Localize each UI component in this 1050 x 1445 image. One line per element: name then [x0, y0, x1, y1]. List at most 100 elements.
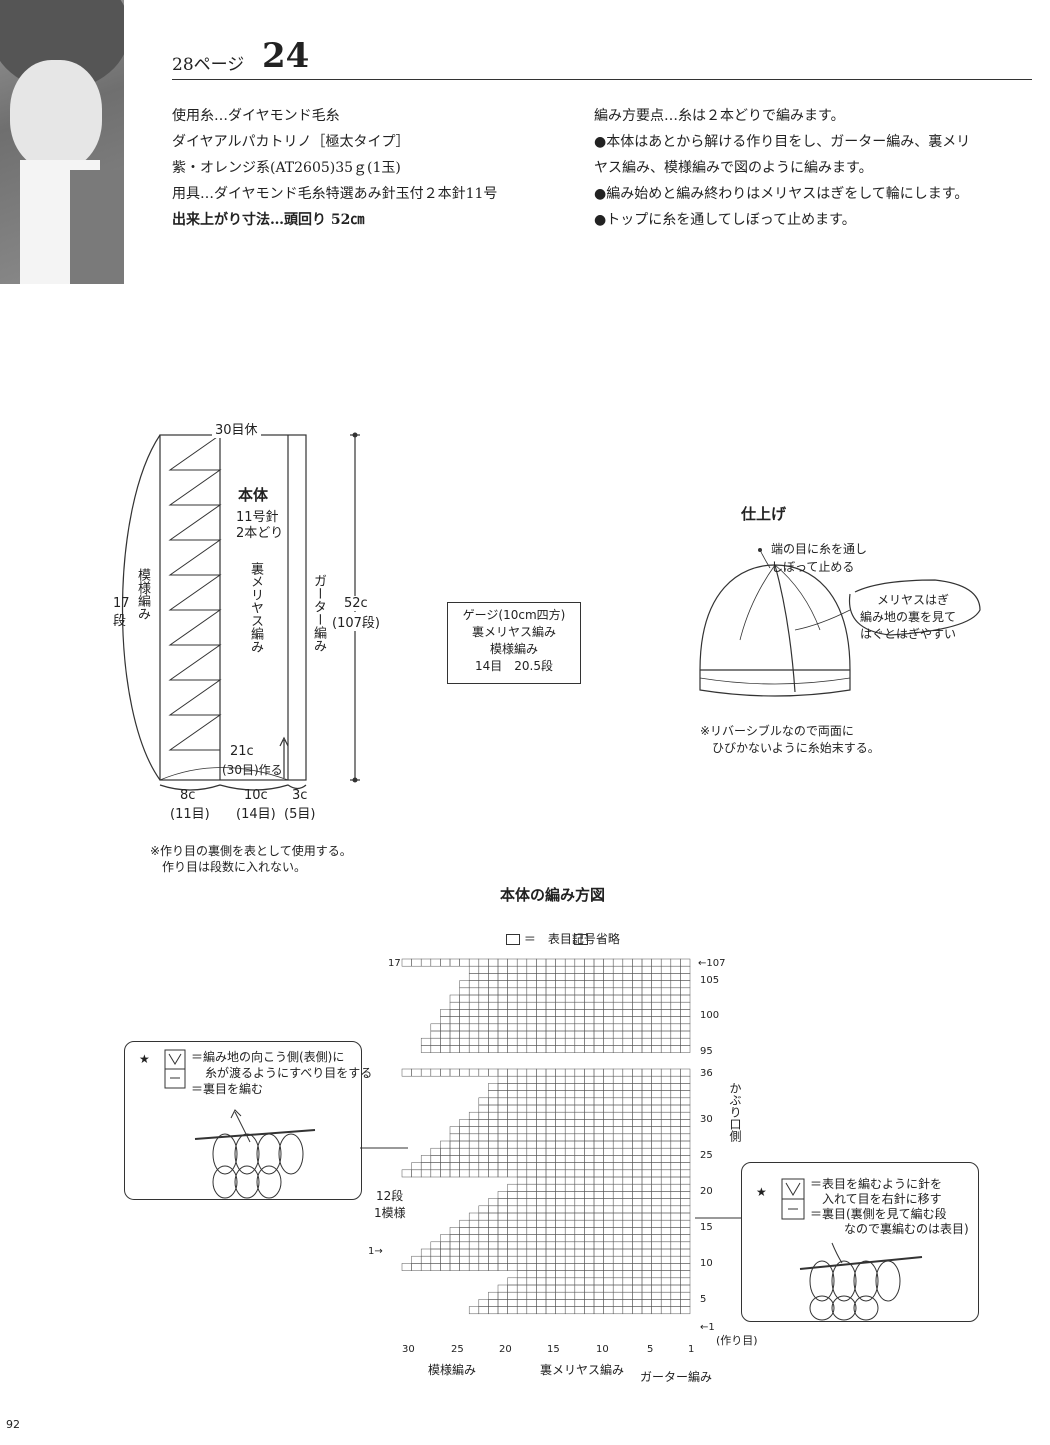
chart-cell [612, 1030, 624, 1039]
chart-cell [526, 1270, 537, 1279]
leader-line-left [360, 1147, 408, 1149]
chart-cell [468, 1009, 480, 1017]
chart-cell [468, 1212, 480, 1221]
chart-cell [593, 958, 604, 967]
chart-cell [459, 1030, 470, 1039]
chart-cell [526, 1277, 537, 1286]
chart-cell [545, 1248, 556, 1257]
chart-cell [516, 1075, 528, 1084]
chart-cell [593, 1090, 604, 1099]
chart-cell [545, 1255, 556, 1264]
chart-cell [660, 1045, 672, 1053]
chart-cell [536, 1097, 547, 1106]
needle-size: 11号針 [236, 510, 279, 525]
chart-cell [612, 1169, 624, 1178]
chart-cell [536, 1016, 547, 1025]
chart-cell [603, 1277, 614, 1286]
chart-cell [612, 994, 624, 1003]
chart-cell [468, 987, 480, 996]
chart-cell [516, 958, 528, 967]
chart-cell [603, 1219, 614, 1228]
chart-cell [516, 1234, 528, 1243]
chart-cell [507, 1030, 518, 1039]
chart-cell [603, 1155, 614, 1163]
chart-cell [488, 1299, 499, 1307]
chart-cell [526, 1001, 537, 1010]
chart-cell [536, 965, 547, 974]
chart-cell [545, 973, 556, 981]
chart-cell [632, 1191, 643, 1199]
chart-cell [536, 987, 547, 996]
chart-cell [593, 1299, 604, 1307]
chart-cell [478, 1219, 489, 1228]
chart-cell [478, 1155, 489, 1163]
chart-cell [593, 1097, 604, 1106]
chart-cell [612, 1090, 624, 1099]
chart-cell [660, 1219, 672, 1228]
chart-cell [603, 1241, 614, 1250]
chart-cell [459, 1133, 470, 1142]
chart-cell [612, 1205, 624, 1214]
chart-cell [536, 1299, 547, 1307]
chart-cell [612, 1068, 624, 1077]
chart-cell [670, 1219, 681, 1228]
chart-cell [507, 1037, 518, 1046]
chart-cell [564, 1176, 576, 1185]
chart-cell [680, 1075, 691, 1084]
chart-cell [670, 965, 681, 974]
chart-cell [612, 1291, 624, 1300]
chart-cell [622, 1140, 633, 1149]
chart-cell [622, 958, 633, 967]
chart-cell [660, 965, 672, 974]
chart-cell [612, 1126, 624, 1135]
pattern-number: 24 [262, 36, 310, 76]
chart-cell [641, 1284, 652, 1293]
chart-cell [593, 994, 604, 1003]
chart-cell [660, 1176, 672, 1185]
chart-cell [651, 1234, 662, 1243]
chart-cell [555, 1045, 566, 1053]
chart-cell [574, 1183, 585, 1192]
chart-cell [545, 1119, 556, 1127]
chart-cell [545, 1219, 556, 1228]
chart-cell [574, 1009, 585, 1017]
chart-cell [536, 1248, 547, 1257]
chart-cell [526, 1299, 537, 1307]
chart-cell [574, 1140, 585, 1149]
chart-cell [430, 1263, 441, 1271]
chart-cell [564, 994, 576, 1003]
chart-cell [536, 1205, 547, 1214]
chart-cell [440, 1037, 451, 1046]
chart-cell [603, 1169, 614, 1178]
chart-cell [622, 1023, 633, 1032]
chart-cell [478, 1248, 489, 1257]
chart-cell [449, 1263, 460, 1271]
chart-cell [516, 1016, 528, 1025]
chart-cell [660, 1248, 672, 1257]
chart-cell [593, 1045, 604, 1053]
chart-cell [478, 1009, 489, 1017]
chart-cell [593, 1169, 604, 1178]
chart-cell [459, 1119, 470, 1127]
chart-cell [497, 1140, 508, 1149]
chart-cell [680, 1016, 691, 1025]
chart-cell [420, 1162, 432, 1171]
chart-cell [660, 1270, 672, 1279]
chart-cell [612, 1147, 624, 1156]
chart-cell [526, 1205, 537, 1214]
chart-cell [670, 1248, 681, 1257]
chart-cell [488, 1291, 499, 1300]
chart-cell [545, 1126, 556, 1135]
chart-cell [488, 1205, 499, 1214]
chart-cell [526, 1234, 537, 1243]
chart-cell [641, 1001, 652, 1010]
chart-cell [641, 1191, 652, 1199]
chart-cell [680, 987, 691, 996]
chart-cell [660, 1162, 672, 1171]
chart-cell [641, 1119, 652, 1127]
chart-cell [507, 1023, 518, 1032]
chart-cell [680, 1284, 691, 1293]
chart-cell [632, 1147, 643, 1156]
chart-cell [449, 1045, 460, 1053]
chart-cell [670, 1097, 681, 1106]
